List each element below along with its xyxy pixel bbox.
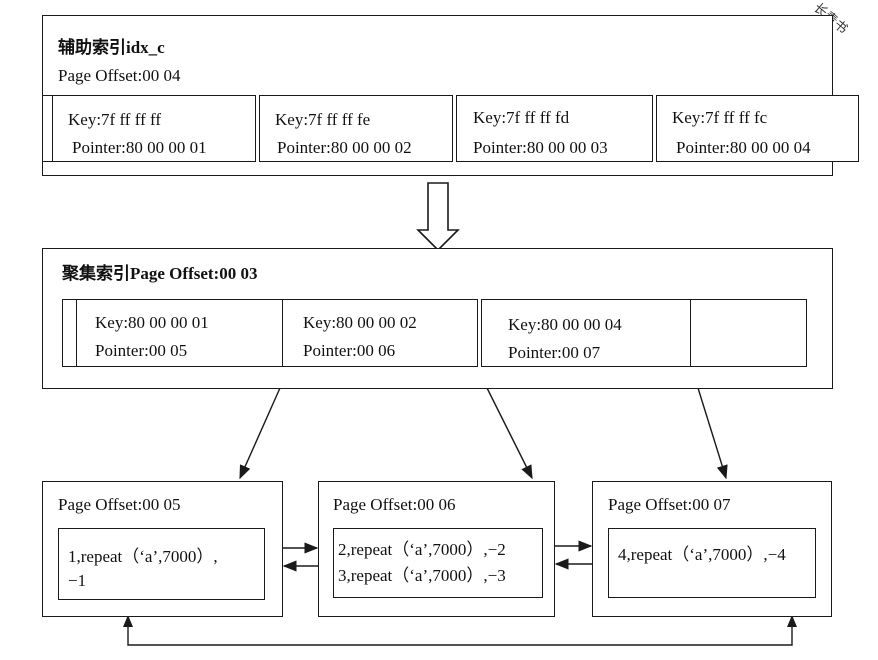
clustered-key-3: Key:80 00 00 04 xyxy=(508,315,622,334)
clustered-pointer-1: Pointer:00 05 xyxy=(95,341,188,360)
pointer-arrow-06 xyxy=(486,387,533,480)
secondary-index-offset: Page Offset:00 04 xyxy=(58,66,181,85)
down-arrow-icon xyxy=(416,182,460,252)
secondary-pointer-2: Pointer:80 00 00 02 xyxy=(277,138,412,157)
leaf-page-05-row-1: 1,repeat（‘a’,7000）, xyxy=(68,547,218,566)
secondary-key-2: Key:7f ff ff fe xyxy=(275,110,371,129)
clustered-pointer-2: Pointer:00 06 xyxy=(303,341,396,360)
secondary-pointer-1: Pointer:80 00 00 01 xyxy=(72,138,207,157)
leaf-page-05-records xyxy=(58,528,265,600)
leaf-page-06-offset: Page Offset:00 06 xyxy=(333,495,456,514)
secondary-pointer-4: Pointer:80 00 00 04 xyxy=(676,138,811,157)
leaf-page-06-row-2: 3,repeat（‘a’,7000）,−3 xyxy=(338,566,506,585)
secondary-index-title: 辅助索引idx_c xyxy=(58,38,165,57)
secondary-pointer-3: Pointer:80 00 00 03 xyxy=(473,138,608,157)
pointer-arrow-05 xyxy=(239,387,281,480)
secondary-index-record-row xyxy=(42,95,859,162)
secondary-key-1: Key:7f ff ff ff xyxy=(68,110,162,129)
leaf-page-06-records xyxy=(333,528,543,598)
leaf-page-06-row-1: 2,repeat（‘a’,7000）,−2 xyxy=(338,540,506,559)
secondary-key-4: Key:7f ff ff fc xyxy=(672,108,768,127)
leaf-page-07-records xyxy=(608,528,816,598)
clustered-pointer-3: Pointer:00 07 xyxy=(508,343,601,362)
leaf-page-07-offset: Page Offset:00 07 xyxy=(608,495,731,514)
leaf-page-07-row-1: 4,repeat（‘a’,7000）,−4 xyxy=(618,545,786,564)
ring-link xyxy=(127,617,793,646)
clustered-index-record-row xyxy=(62,299,807,367)
pointer-arrow-07 xyxy=(697,387,728,480)
leaf-page-05-row-2: −1 xyxy=(68,571,87,590)
clustered-key-2: Key:80 00 00 02 xyxy=(303,313,417,332)
clustered-key-1: Key:80 00 00 01 xyxy=(95,313,209,332)
clustered-index-title: 聚集索引Page Offset:00 03 xyxy=(62,264,258,283)
secondary-key-3: Key:7f ff ff fd xyxy=(473,108,570,127)
leaf-page-05-offset: Page Offset:00 05 xyxy=(58,495,181,514)
